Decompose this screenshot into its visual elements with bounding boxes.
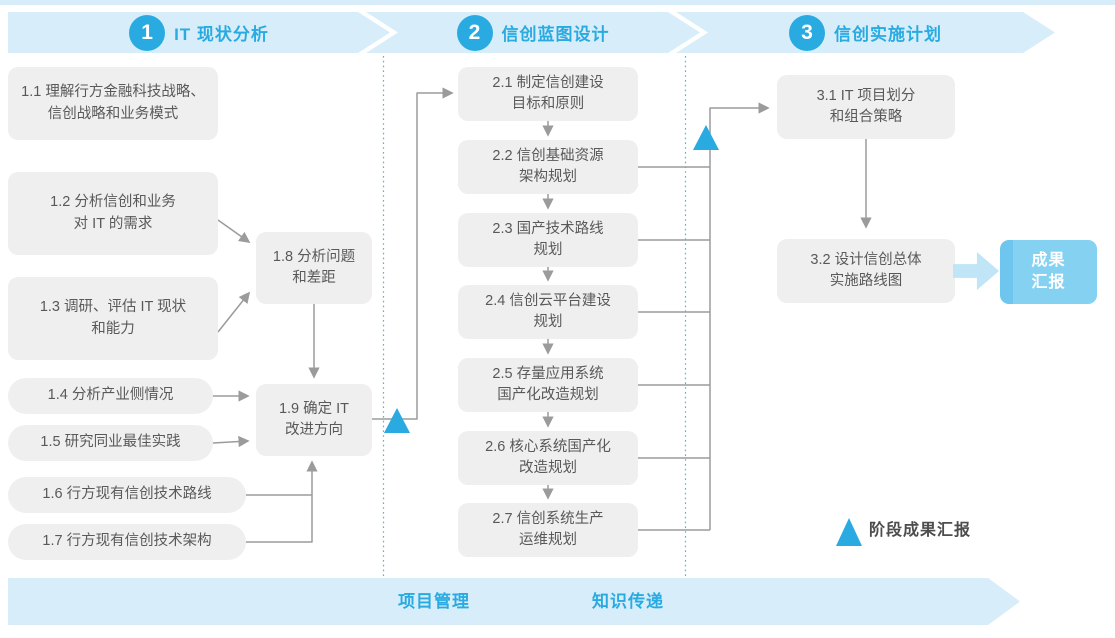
step-box-2-3: 2.3 国产技术路线 规划 xyxy=(458,213,638,267)
top-accent-strip xyxy=(0,0,1115,5)
step-box-1-6: 1.6 行方现有信创技术路线 xyxy=(8,477,246,513)
step-box-3-2: 3.2 设计信创总体 实施路线图 xyxy=(777,239,955,303)
phase2-number-badge: 2 xyxy=(457,15,493,51)
legend-triangle-icon xyxy=(836,518,862,546)
milestone-triangle-icon-phase1 xyxy=(384,408,410,433)
step-box-2-5: 2.5 存量应用系统 国产化改造规划 xyxy=(458,358,638,412)
step-box-1-4: 1.4 分析产业侧情况 xyxy=(8,378,213,414)
phase3-number-badge: 3 xyxy=(789,15,825,51)
step-box-2-1: 2.1 制定信创建设 目标和原则 xyxy=(458,67,638,121)
footer-label-project-management: 项目管理 xyxy=(398,592,470,611)
step-box-1-2: 1.2 分析信创和业务 对 IT 的需求 xyxy=(8,172,218,255)
step-box-1-5: 1.5 研究同业最佳实践 xyxy=(8,425,213,461)
step-box-2-7: 2.7 信创系统生产 运维规划 xyxy=(458,503,638,557)
phase2-header-band: 2 信创蓝图设计 xyxy=(366,12,700,53)
phase3-header-band: 3 信创实施计划 xyxy=(676,12,1055,53)
phase2-title: 信创蓝图设计 xyxy=(501,25,610,44)
step-box-2-2: 2.2 信创基础资源 架构规划 xyxy=(458,140,638,194)
step-box-2-6: 2.6 核心系统国产化 改造规划 xyxy=(458,431,638,485)
phase1-header-band: 1 IT 现状分析 xyxy=(8,12,390,53)
footer-label-knowledge-transfer: 知识传递 xyxy=(592,592,664,611)
step-box-1-3: 1.3 调研、评估 IT 现状 和能力 xyxy=(8,277,218,360)
step-box-1-9: 1.9 确定 IT 改进方向 xyxy=(256,384,372,456)
step-box-1-8: 1.8 分析问题 和差距 xyxy=(256,232,372,304)
result-report-box: 成果 汇报 xyxy=(1000,240,1097,304)
result-block-arrow-icon xyxy=(953,252,999,290)
step-box-2-4: 2.4 信创云平台建设 规划 xyxy=(458,285,638,339)
milestone-triangle-icon-phase2 xyxy=(693,125,719,150)
phase3-title: 信创实施计划 xyxy=(834,25,942,44)
phase1-number-badge: 1 xyxy=(129,15,165,51)
legend-label: 阶段成果汇报 xyxy=(869,522,972,539)
phase1-title: IT 现状分析 xyxy=(174,25,269,44)
step-box-3-1: 3.1 IT 项目划分 和组合策略 xyxy=(777,75,955,139)
step-box-1-1: 1.1 理解行方金融科技战略、 信创战略和业务模式 xyxy=(8,67,218,140)
step-box-1-7: 1.7 行方现有信创技术架构 xyxy=(8,524,246,560)
footer-band xyxy=(8,578,1020,625)
